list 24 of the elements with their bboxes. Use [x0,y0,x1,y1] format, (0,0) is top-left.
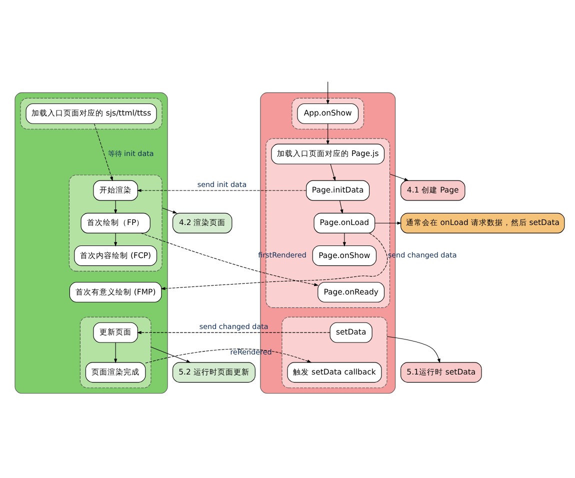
cluster [282,316,388,388]
arrow [136,330,330,334]
arrow [340,200,344,214]
arrow [374,221,402,224]
arrow [114,200,118,214]
arrow [160,232,388,290]
arrow [326,80,330,104]
cluster [292,97,364,129]
arrow [114,342,118,363]
arrow [386,336,440,363]
arrow [145,348,312,363]
arrow [342,232,346,246]
arrow [114,232,118,246]
arrow [330,163,336,181]
arrow [326,122,330,144]
cluster [14,92,168,394]
cluster [20,97,162,129]
arrow [389,173,409,180]
arrow [94,122,113,181]
cluster [80,316,152,388]
arrow [150,346,191,362]
arrow [140,232,319,286]
arrow [136,188,306,192]
arrow [162,207,178,213]
